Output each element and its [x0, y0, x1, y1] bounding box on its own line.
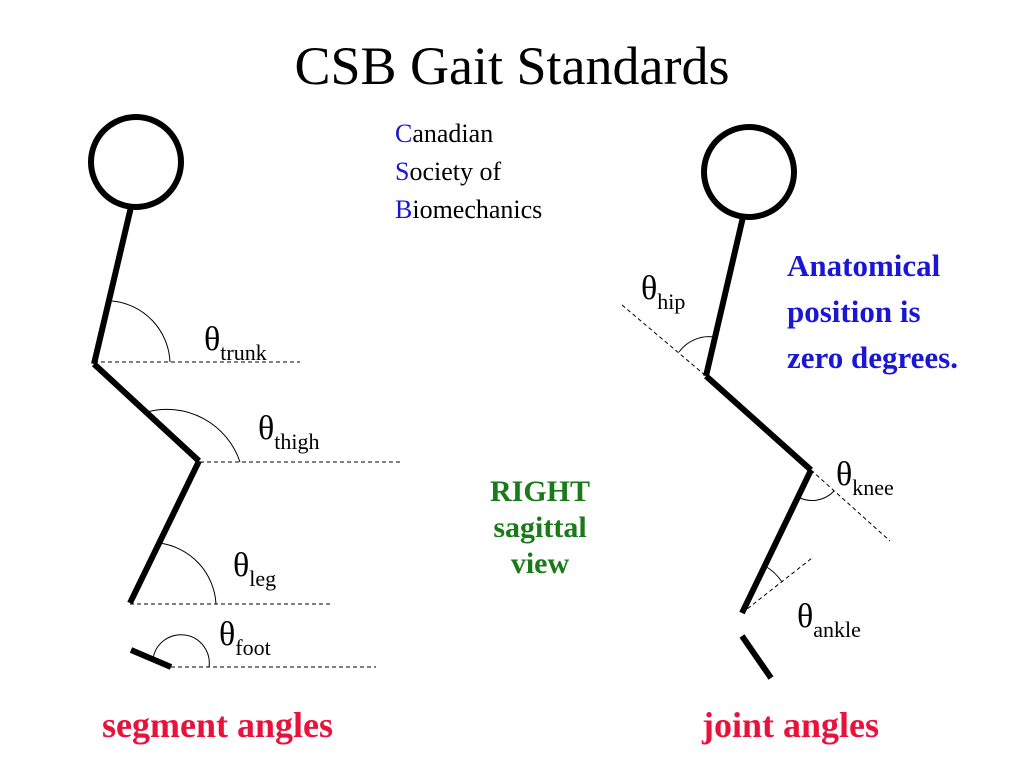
page-title: CSB Gait Standards	[294, 36, 730, 96]
right-trunk-segment	[703, 216, 746, 377]
theta-symbol: θ	[233, 547, 250, 584]
view-label-line: RIGHT	[489, 475, 591, 508]
foot-angle-arc	[152, 634, 210, 668]
left-trunk-segment	[91, 206, 134, 365]
view-label: RIGHT sagittal view	[450, 474, 630, 582]
right-stick-figure	[621, 124, 891, 680]
theta-symbol: θ	[204, 321, 221, 358]
angle-subscript: thigh	[274, 428, 320, 454]
knee-angle-label: θknee	[836, 455, 894, 498]
knee-reference-line	[810, 469, 891, 542]
theta-symbol: θ	[797, 598, 814, 635]
foot-angle-label: θfoot	[219, 615, 271, 658]
trunk-angle-arc	[111, 300, 171, 363]
angle-subscript: hip	[657, 288, 686, 314]
acronym-line-biomechanics: Biomechanics	[395, 191, 542, 229]
hip-angle-label: θhip	[641, 269, 685, 312]
theta-symbol: θ	[258, 410, 275, 447]
trunk-angle-label: θtrunk	[204, 320, 267, 363]
theta-symbol: θ	[836, 456, 853, 493]
leg-angle-label: θleg	[233, 546, 276, 589]
left-foot-segment	[129, 647, 173, 670]
note-line: zero degrees.	[787, 340, 958, 375]
left-head	[88, 114, 184, 210]
theta-symbol: θ	[219, 616, 236, 653]
acronym-rest: iomechanics	[412, 195, 543, 224]
hip-reference-line	[621, 304, 707, 377]
angle-subscript: knee	[852, 474, 894, 500]
right-head	[701, 124, 797, 220]
leg-angle-arc	[158, 542, 217, 605]
left-thigh-segment	[91, 361, 202, 464]
right-leg-segment	[739, 468, 814, 615]
acronym-rest: anadian	[412, 119, 494, 148]
left-leg-segment	[127, 459, 202, 605]
thigh-angle-arc	[146, 408, 241, 463]
knee-angle-arc	[797, 490, 835, 501]
acronym-line-society: Society of	[395, 153, 542, 191]
ankle-angle-label: θankle	[797, 597, 861, 640]
note-line: Anatomical	[787, 248, 941, 283]
theta-symbol: θ	[641, 270, 658, 307]
ankle-reference-line	[741, 557, 813, 614]
hip-angle-arc	[678, 336, 715, 353]
left-stick-figure	[88, 114, 402, 670]
acronym-rest: ociety of	[409, 157, 502, 186]
angle-subscript: leg	[249, 565, 277, 591]
angle-subscript: ankle	[813, 616, 861, 642]
acronym-initial: B	[395, 195, 413, 224]
ankle-angle-arc	[764, 565, 783, 583]
right-foot-segment	[739, 634, 774, 680]
right-thigh-segment	[703, 373, 814, 473]
acronym-initial: S	[395, 157, 410, 186]
angle-subscript: foot	[235, 634, 271, 660]
society-acronym-expansion: Canadian Society of Biomechanics	[395, 115, 542, 229]
acronym-line-canadian: Canadian	[395, 115, 542, 153]
anatomical-position-note: Anatomical position is zero degrees.	[787, 243, 1022, 381]
thigh-angle-label: θthigh	[258, 409, 320, 452]
angle-subscript: trunk	[220, 339, 267, 365]
view-label-line: sagittal	[493, 511, 587, 544]
joint-angles-caption: joint angles	[702, 705, 880, 745]
view-label-line: view	[510, 547, 570, 580]
segment-angles-caption: segment angles	[102, 705, 333, 745]
note-line: position is	[787, 294, 921, 329]
acronym-initial: C	[395, 119, 413, 148]
